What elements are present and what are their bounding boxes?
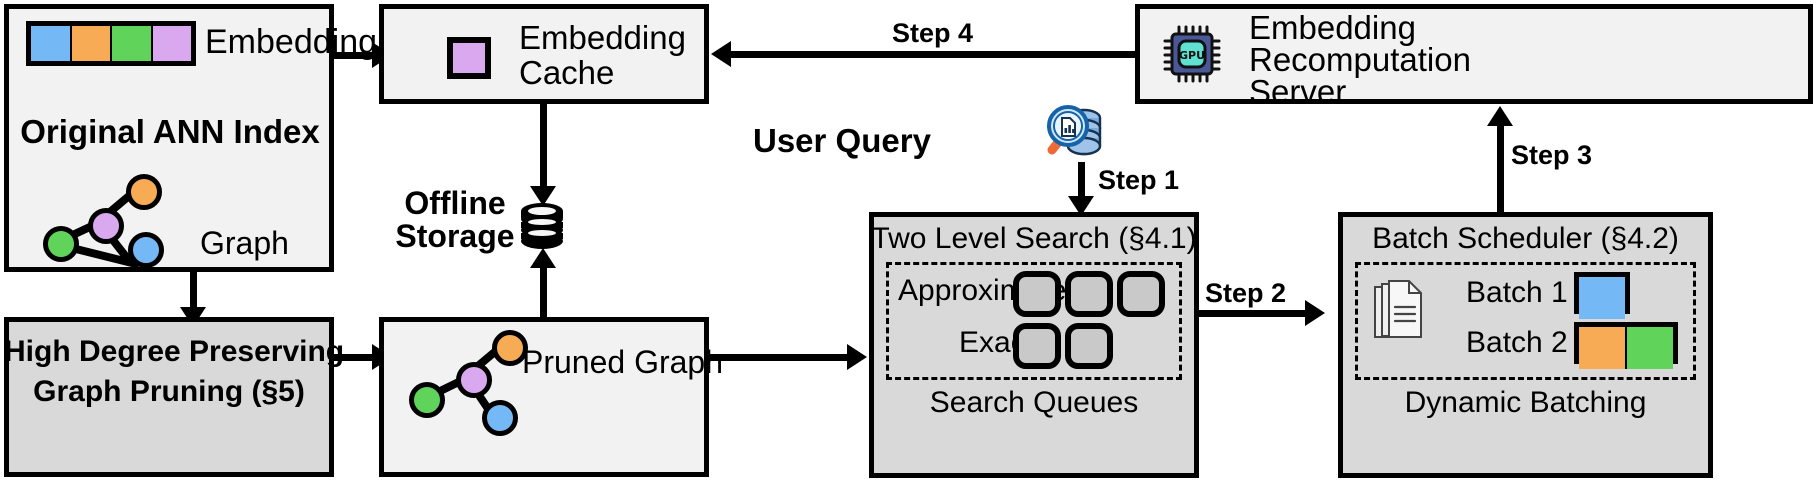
batch-scheduler-title: Batch Scheduler (§4.2)	[1372, 222, 1679, 255]
step2-label: Step 2	[1205, 278, 1287, 308]
pruned-node-orange	[492, 330, 528, 366]
embedding-swatch-blue	[31, 26, 72, 61]
recompute-server-title-line2: Recomputation	[1249, 41, 1471, 78]
gpu-chip-icon: GPU	[1163, 25, 1221, 83]
batch-label-2: Batch 2	[1466, 326, 1568, 359]
graph-node-green	[43, 226, 79, 262]
queue-slot	[1065, 323, 1113, 369]
search-queues-footer: Search Queues	[929, 386, 1139, 419]
arrow-pruned-to-storage-head	[530, 248, 556, 268]
arrow-pruned-to-storage-line	[540, 265, 547, 325]
queue-slot	[1013, 271, 1061, 317]
graph-pruning-title-line2: Graph Pruning (§5)	[33, 375, 305, 408]
batch-label-1: Batch 1	[1466, 276, 1568, 309]
graph-label: Graph	[200, 225, 289, 261]
graph-node-blue	[128, 232, 164, 268]
offline-storage-label-line1: Offline	[404, 185, 506, 221]
embedding-cache-swatch	[447, 37, 491, 79]
arrow-step3-line	[1497, 124, 1504, 214]
arrow-index-to-pruning-line	[190, 272, 197, 314]
documents-icon	[1374, 280, 1422, 338]
graph-node-purple	[88, 208, 124, 244]
queue-slot	[1065, 271, 1113, 317]
dynamic-batching-footer: Dynamic Batching	[1404, 386, 1647, 419]
arrow-step4-head	[711, 41, 731, 67]
step1-label: Step 1	[1098, 165, 1180, 195]
search-queues-dashed-region	[886, 262, 1182, 380]
arrow-step2-head	[1305, 300, 1325, 326]
embedding-swatch-strip	[26, 21, 196, 66]
dynamic-batching-dashed-region	[1355, 262, 1696, 380]
arrow-pruned-to-search-line	[709, 354, 851, 361]
graph-pruning-box	[4, 317, 334, 477]
arrow-cache-to-storage-head	[530, 186, 556, 206]
arrow-pruning-to-pruned-line	[334, 354, 376, 361]
batch-swatch-orange	[1579, 327, 1627, 369]
recompute-server-title-line3: Server	[1249, 73, 1347, 110]
batch-swatches-1	[1574, 272, 1630, 319]
offline-storage-label-line2: Storage	[395, 218, 515, 254]
search-queue-slots-approximate	[1013, 271, 1165, 317]
original-ann-index-title: Original ANN Index	[20, 113, 320, 150]
graph-pruning-title-line1: High Degree Preserving	[4, 335, 345, 368]
arrow-step4-line	[731, 51, 1135, 58]
pruned-node-green	[409, 382, 445, 418]
graph-node-orange	[126, 174, 162, 210]
embedding-swatch-orange	[71, 26, 112, 61]
step3-label: Step 3	[1511, 140, 1593, 170]
user-query-label: User Query	[753, 122, 931, 159]
arrow-step3-head	[1487, 106, 1513, 126]
recompute-server-title-line1: Embedding	[1249, 9, 1416, 46]
embedding-swatch-purple	[152, 26, 191, 61]
arrow-step2-line	[1199, 310, 1309, 317]
search-queue-slots-exact	[1013, 323, 1113, 369]
recompute-server-box	[1135, 4, 1813, 104]
step4-label: Step 4	[892, 18, 974, 48]
embedding-swatch-green	[112, 26, 153, 61]
queue-slot	[1013, 323, 1061, 369]
arrow-cache-to-storage-line	[540, 104, 547, 194]
two-level-search-title: Two Level Search (§4.1)	[871, 222, 1197, 255]
embedding-cache-box	[379, 4, 709, 104]
batch-swatch-blue	[1579, 277, 1625, 319]
database-icon	[521, 203, 563, 249]
arrow-step1-head	[1068, 196, 1094, 216]
pruned-node-purple	[456, 362, 492, 398]
pruned-graph	[404, 330, 534, 440]
queue-slot	[1117, 271, 1165, 317]
embedding-cache-title-line1: Embedding	[519, 19, 686, 56]
pruned-node-blue	[482, 400, 518, 436]
original-index-graph	[40, 170, 170, 269]
embedding-cache-title-line2: Cache	[519, 54, 615, 91]
arrow-index-to-cache-line	[334, 52, 376, 59]
search-database-icon	[1047, 105, 1102, 156]
arrow-step1-line	[1078, 162, 1085, 202]
pruned-graph-label: Pruned Graph	[522, 344, 724, 380]
svg-text:GPU: GPU	[1179, 49, 1205, 62]
batch-swatch-green	[1627, 327, 1673, 369]
arrow-pruned-to-search-head	[847, 344, 867, 370]
batch-swatches-2	[1574, 322, 1678, 369]
